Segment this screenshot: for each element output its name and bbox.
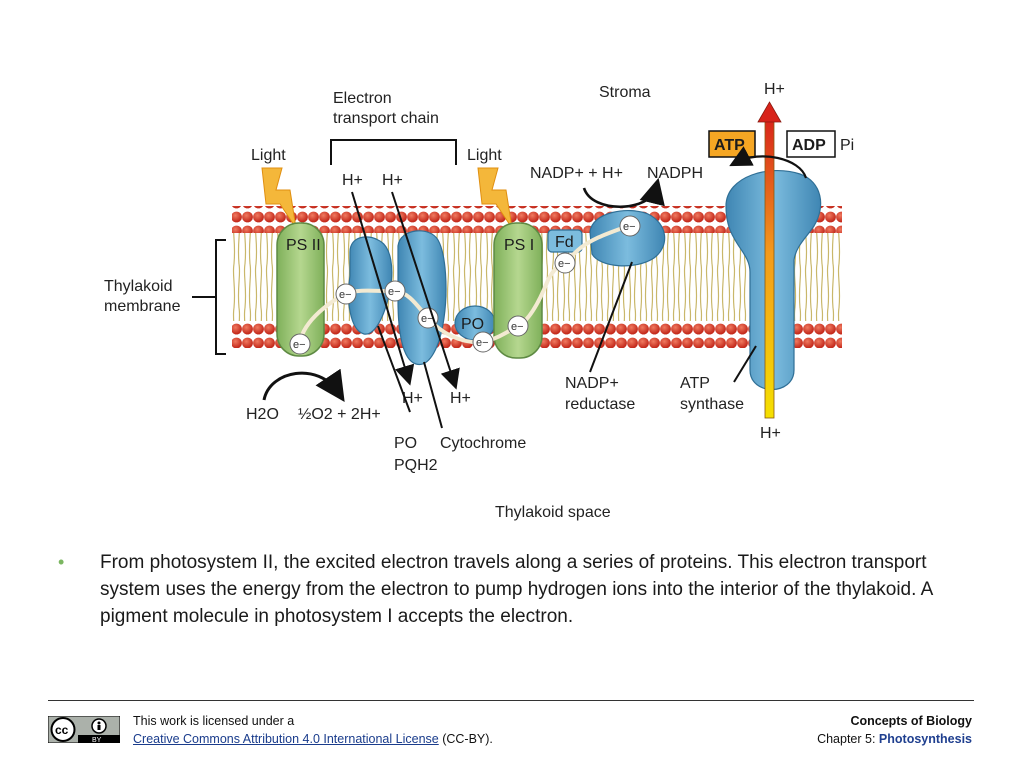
pqh2-label: PQH2	[394, 457, 438, 474]
electron-label: e−	[293, 339, 306, 351]
atp-synthase-label-line2: synthase	[680, 396, 744, 413]
chapter-prefix: Chapter 5:	[817, 732, 876, 746]
bullet-text: From photosystem II, the excited electro…	[100, 552, 933, 627]
atp-label: ATP	[714, 137, 745, 154]
license-link[interactable]: Creative Commons Attribution 4.0 Interna…	[133, 732, 439, 746]
po-inner-label: PO	[461, 316, 484, 333]
h-plus-top-label: H+	[764, 81, 785, 98]
water-splitting-arrow	[262, 368, 345, 402]
etc-label-line1: Electron	[333, 90, 392, 107]
cc-by-badge-icon: cc BY	[48, 716, 120, 743]
license-suffix: (CC-BY).	[442, 732, 493, 746]
light-right-label: Light	[467, 147, 502, 164]
nadph-label: NADPH	[647, 165, 703, 182]
nadp-reduction-arrow	[582, 177, 665, 208]
nadp-equation-label: NADP+ + H+	[530, 165, 623, 182]
nadp-reductase	[589, 210, 666, 267]
footer-divider	[48, 700, 974, 701]
proton-flow-arrow	[757, 101, 782, 419]
ps2-label: PS II	[286, 237, 321, 254]
adp-box: ADP	[786, 130, 836, 158]
book-title: Concepts of Biology	[850, 714, 972, 728]
nadp-reductase-pointer-line	[589, 261, 633, 373]
bullet-point: • From photosystem II, the excited elect…	[58, 549, 958, 630]
stroma-label: Stroma	[599, 84, 651, 101]
electron-label: e−	[476, 337, 489, 349]
po-label: PO	[394, 435, 417, 452]
lightning-right-icon	[477, 167, 513, 229]
atp-box: ATP	[708, 130, 756, 158]
water-label: H2O	[246, 406, 279, 423]
h-plus-stroma-2: H+	[382, 172, 403, 189]
h-plus-pump-arrow-2	[391, 191, 460, 390]
ps1-label: PS I	[504, 237, 534, 254]
oxygen-equation-label: ½O2 + 2H+	[298, 406, 381, 423]
light-left-label: Light	[251, 147, 286, 164]
electron-label: e−	[339, 289, 352, 301]
membrane-label-line1: Thylakoid	[104, 278, 172, 295]
book-info: Concepts of Biology Chapter 5: Photosynt…	[817, 712, 972, 748]
lightning-left-icon	[261, 167, 297, 229]
h-plus-lumen-2: H+	[450, 390, 471, 407]
h-plus-bottom-label: H+	[760, 425, 781, 442]
h-plus-stroma-1: H+	[342, 172, 363, 189]
cytochrome-label: Cytochrome	[440, 435, 526, 452]
po-pointer-line	[377, 325, 411, 413]
cytochrome-pointer-line	[423, 361, 443, 429]
electron-label: e−	[421, 313, 434, 325]
nadp-reductase-label-line2: reductase	[565, 396, 635, 413]
electron-markers: e− e− e− e− e− e− e− e−	[289, 215, 641, 355]
etc-label-line2: transport chain	[333, 110, 439, 127]
ferredoxin-fd: Fd	[547, 229, 583, 253]
membrane-bracket	[192, 239, 226, 355]
electron-label: e−	[558, 258, 571, 270]
adp-label: ADP	[792, 137, 826, 154]
electron-label: e−	[623, 221, 636, 233]
fd-label: Fd	[555, 234, 574, 251]
h-plus-pump-arrow-1	[351, 191, 415, 386]
electron-label: e−	[511, 321, 524, 333]
cc-text: cc	[55, 723, 69, 737]
electron-label: e−	[388, 286, 401, 298]
nadp-reductase-label-line1: NADP+	[565, 375, 619, 392]
photosystem-ii: PS II	[276, 222, 325, 357]
membrane-label-line2: membrane	[104, 298, 181, 315]
photosystem-i: PS I	[493, 222, 543, 359]
chapter-name: Photosynthesis	[878, 732, 972, 746]
etc-bracket	[330, 139, 457, 165]
by-text: BY	[92, 737, 102, 743]
atp-synthase-pointer-line	[733, 345, 757, 383]
license-prefix: This work is licensed under a	[133, 714, 295, 728]
pi-label: Pi	[840, 137, 854, 154]
atp-synthase-label-line1: ATP	[680, 375, 710, 392]
cytochrome-complex	[397, 230, 447, 365]
adp-to-atp-arrow	[729, 146, 808, 179]
thylakoid-space-label: Thylakoid space	[495, 504, 611, 521]
photosynthesis-diagram: Stroma Thylakoid space Electron transpor…	[104, 81, 854, 521]
bullet-marker: •	[58, 552, 65, 572]
license-notice: This work is licensed under a Creative C…	[133, 712, 493, 748]
